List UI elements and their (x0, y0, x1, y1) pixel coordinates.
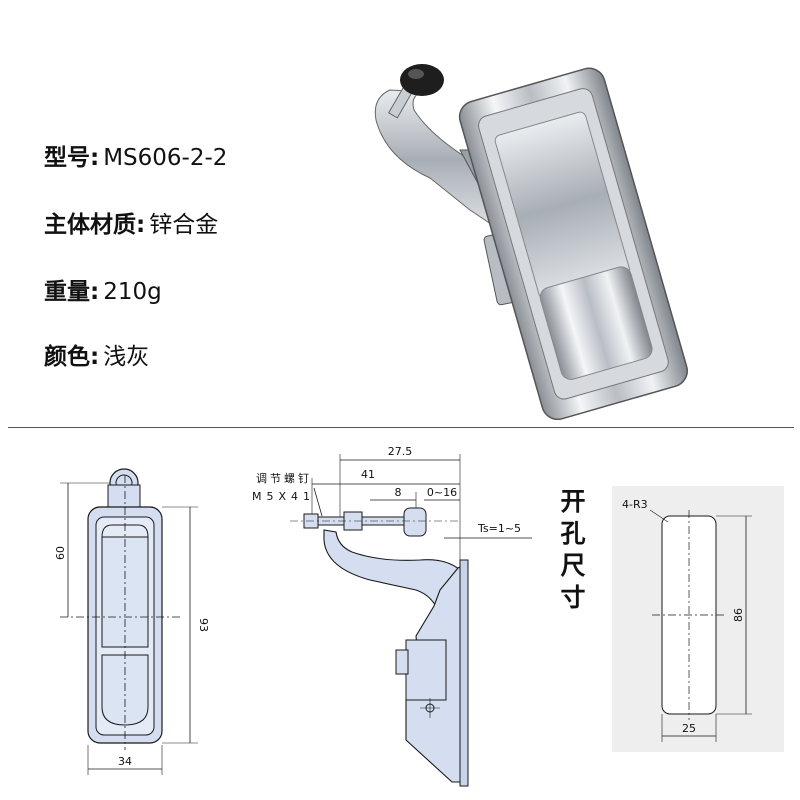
spec-value: 锌合金 (149, 212, 219, 238)
spec-value: MS606-2-2 (103, 145, 228, 171)
dim-34: 34 (118, 755, 132, 768)
spec-row-model: 型号:MS606-2-2 (44, 138, 227, 178)
dim-27-5: 27.5 (388, 445, 413, 458)
spec-row-material: 主体材质:锌合金 (44, 205, 218, 245)
dim-0-16: 0~16 (427, 486, 457, 499)
cutout-title-char: 孔 (560, 519, 586, 548)
section-divider (8, 427, 794, 428)
side-view-drawing: 调节螺钉 M5X41 27.5 41 8 0~16 Ts=1~5 (252, 445, 532, 787)
dim-ts: Ts=1~5 (477, 522, 521, 535)
cutout-title: 开 孔 尺 寸 (558, 486, 588, 614)
screw-label-line1: 调节螺钉 (256, 472, 312, 485)
spec-label: 颜色: (44, 344, 100, 370)
cutout-dim-25: 25 (682, 722, 696, 735)
front-view-drawing: 60 93 34 (54, 468, 210, 775)
spec-label: 主体材质: (44, 212, 146, 238)
dim-41: 41 (361, 468, 375, 481)
cutout-drawing: 4-R3 86 25 (612, 486, 784, 752)
spec-row-weight: 重量:210g (44, 272, 162, 312)
spec-value: 210g (103, 279, 162, 305)
dim-93: 93 (197, 618, 210, 632)
dim-60: 60 (54, 546, 67, 560)
cutout-radius-label: 4-R3 (622, 498, 648, 511)
screw-label-line2: M5X41 (252, 490, 315, 503)
spec-row-color: 颜色:浅灰 (44, 337, 149, 377)
spec-label: 型号: (44, 145, 100, 171)
cutout-title-char: 尺 (560, 551, 586, 580)
dim-8: 8 (395, 486, 402, 499)
cutout-title-char: 开 (560, 487, 586, 516)
product-photo (374, 64, 688, 420)
cutout-dim-86: 86 (732, 608, 745, 622)
cutout-title-char: 寸 (560, 583, 586, 612)
spec-label: 重量: (44, 279, 100, 305)
spec-value: 浅灰 (103, 344, 150, 370)
